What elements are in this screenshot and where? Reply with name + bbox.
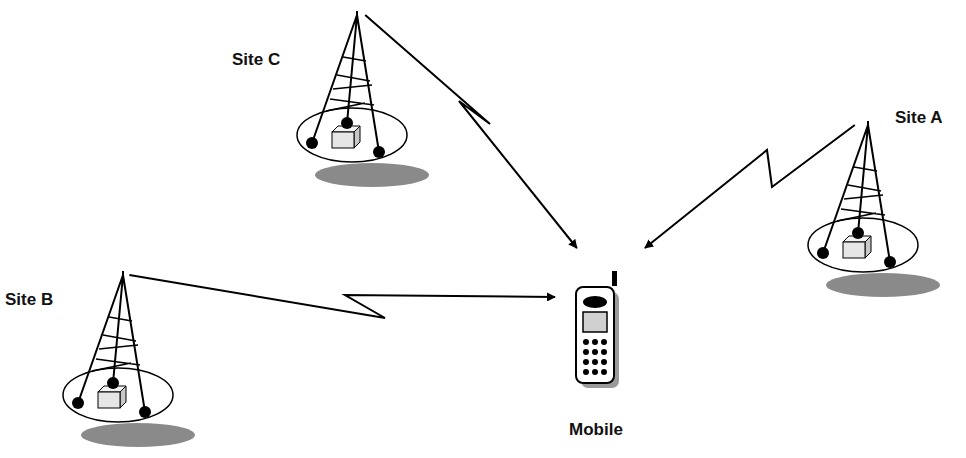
key xyxy=(601,369,607,375)
tower-c xyxy=(297,11,429,187)
mobile-station: Mobile xyxy=(555,248,650,398)
site-label: Site B xyxy=(5,290,53,310)
key xyxy=(583,369,589,375)
radio-link xyxy=(129,275,555,318)
site-label: Site A xyxy=(895,108,943,128)
tower-b xyxy=(63,271,195,447)
cell-site: Site C xyxy=(295,15,430,190)
phone-body xyxy=(576,287,614,383)
phone-antenna xyxy=(612,271,617,286)
mobile-phone xyxy=(576,271,619,388)
phone-keypad xyxy=(583,339,607,375)
key xyxy=(601,359,607,365)
site-label: Site C xyxy=(232,50,280,70)
radio-link xyxy=(645,125,855,248)
key xyxy=(583,349,589,355)
phone-screen xyxy=(583,312,607,332)
phone-speaker xyxy=(583,296,607,308)
radio-link xyxy=(365,15,577,248)
tower-a xyxy=(808,121,940,297)
cell-site: Site B xyxy=(70,275,205,450)
key xyxy=(601,349,607,355)
key xyxy=(583,339,589,345)
key xyxy=(592,359,598,365)
key xyxy=(592,349,598,355)
key xyxy=(583,359,589,365)
site-label: Mobile xyxy=(569,420,623,440)
key xyxy=(601,339,607,345)
key xyxy=(592,369,598,375)
key xyxy=(592,339,598,345)
cell-site: Site A xyxy=(810,125,950,300)
